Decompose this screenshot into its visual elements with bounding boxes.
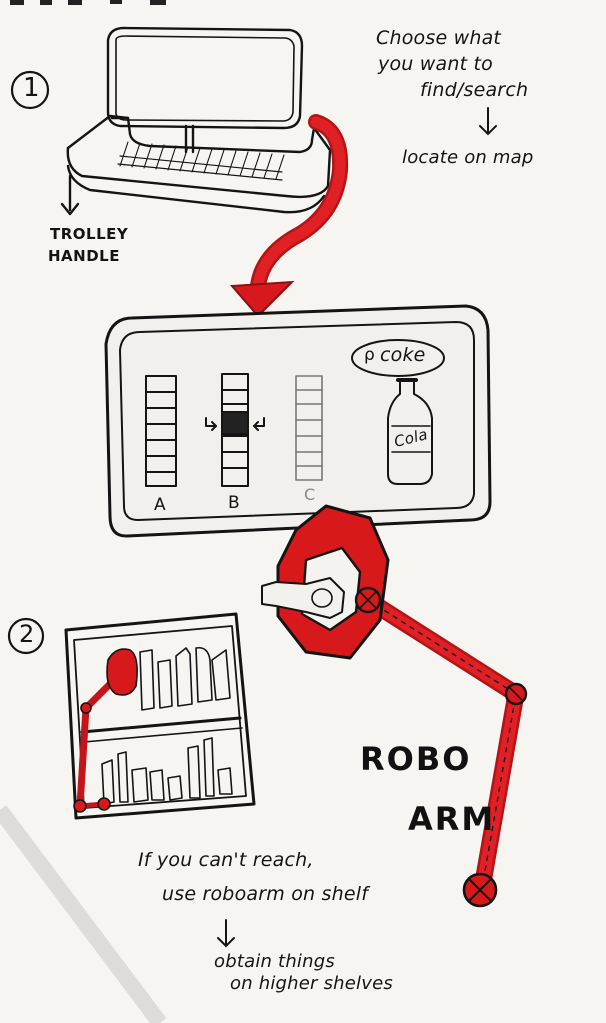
map-screen: [104, 304, 492, 538]
robo-arm-title-line-2: ARM: [408, 800, 496, 838]
trolley-label-line-2: HANDLE: [48, 247, 120, 265]
step2-result-line-2: on higher shelves: [230, 973, 393, 994]
top-edge-marks: [10, 0, 166, 5]
step1-number-circle: [10, 70, 50, 110]
step1-note-line-3: find/search: [420, 79, 529, 101]
mini-robo-arm: [73, 648, 138, 813]
trolley-label-line-1: TROLLEY: [50, 225, 129, 243]
step2-note-line-2: use roboarm on shelf: [162, 883, 369, 905]
step2-number: 2: [19, 620, 35, 648]
note-down-arrow: [479, 107, 497, 136]
shelf-label-a: A: [154, 495, 167, 515]
red-flow-arrow: [229, 114, 349, 318]
step1-note-line-1: Choose what: [376, 27, 502, 49]
shelf-label-c: C: [304, 485, 316, 504]
step2-note-line-1: If you can't reach,: [138, 849, 314, 871]
trolley-kiosk-drawing: [60, 26, 332, 216]
search-icon: ρ: [364, 345, 375, 365]
step1-note-result: locate on map: [402, 147, 534, 168]
step2-down-arrow: [217, 919, 235, 948]
robo-arm-title-line-1: ROBO: [360, 740, 472, 778]
pencil-shadow: [0, 805, 167, 1023]
big-robo-arm: [261, 504, 528, 908]
step1-note-line-2: you want to: [378, 53, 493, 75]
step1-number: 1: [23, 73, 40, 103]
shelf-label-b: B: [228, 493, 241, 513]
step2-result-line-1: obtain things: [214, 951, 335, 972]
step2-number-circle: [7, 617, 45, 655]
search-query: coke: [380, 344, 426, 366]
shelf-drawing: [64, 612, 256, 820]
